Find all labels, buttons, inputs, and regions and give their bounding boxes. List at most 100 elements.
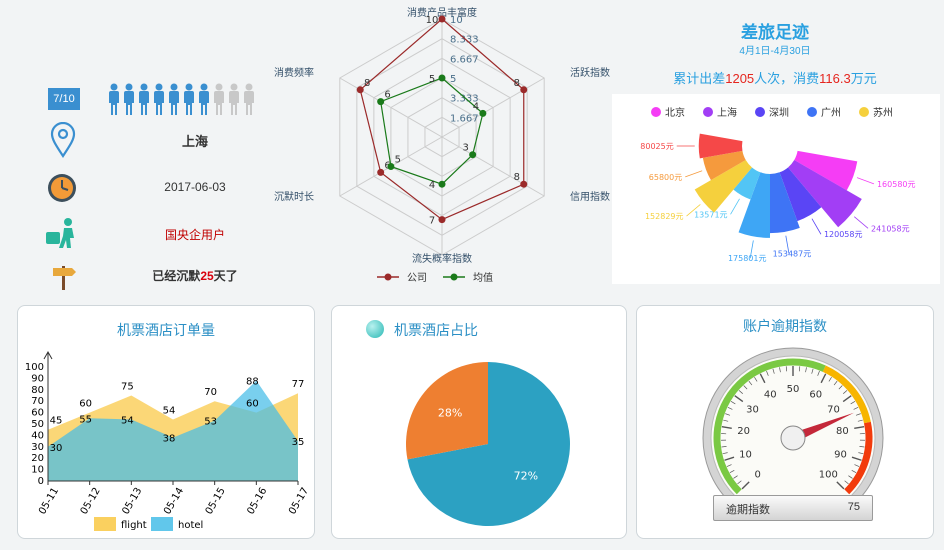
person-body	[124, 91, 134, 115]
x-tick-label: 05-12	[79, 486, 103, 517]
rose-legend-marker	[807, 107, 817, 117]
dormant-prefix: 已经沉默	[152, 269, 201, 283]
gauge-tick	[848, 475, 853, 479]
overdue-title: 账户逾期指数	[743, 318, 827, 334]
person-head	[200, 83, 208, 91]
person-head	[170, 83, 178, 91]
person-head	[185, 83, 193, 91]
pie-value-label: 28%	[438, 407, 462, 420]
person-body	[214, 91, 224, 115]
person-icon	[169, 83, 179, 115]
rose-slice	[738, 172, 770, 238]
radar-value-label: 4	[473, 101, 479, 112]
gauge-tick	[722, 452, 728, 455]
y-tick-label: 10	[31, 465, 44, 476]
gauge-tick-label: 10	[739, 449, 752, 460]
gauge-tick	[817, 370, 820, 376]
rose-legend-label: 苏州	[873, 106, 893, 119]
gauge-tick-label: 40	[764, 389, 777, 400]
radar-point	[387, 163, 395, 170]
summary-count: 1205	[725, 71, 755, 86]
person-body	[109, 91, 119, 115]
rose-slice	[794, 150, 858, 191]
gauge-tick	[743, 385, 748, 390]
rose-label-line	[854, 216, 869, 229]
radar-value-label: 5	[429, 74, 435, 85]
gauge-tick-label: 100	[819, 469, 838, 480]
gauge-tick	[828, 377, 832, 382]
radar-point	[479, 109, 487, 117]
radar-legend-marker	[450, 273, 458, 281]
rose-value-label: 120058元	[824, 230, 863, 239]
radar-point	[356, 86, 364, 94]
rose-legend-label: 上海	[717, 106, 737, 119]
radar-point	[469, 151, 477, 159]
radar-value-label: 8	[364, 78, 370, 89]
gauge-tick-label: 20	[737, 426, 750, 437]
y-tick-label: 20	[31, 453, 44, 464]
gauge-tick-label: 50	[787, 384, 800, 395]
gauge-tick	[811, 368, 814, 374]
pie-slice	[406, 362, 488, 460]
radar-spoke	[441, 77, 545, 138]
y-tick-label: 0	[38, 476, 44, 487]
rose-legend-marker	[755, 107, 765, 117]
rose-value-label: 160580元	[877, 180, 916, 189]
radar-axis-label: 活跃指数	[570, 66, 610, 79]
gauge-tick-label: 80	[836, 426, 849, 437]
area-series-hotel	[48, 380, 298, 481]
gauge-tick	[725, 413, 731, 416]
gauge-tick	[805, 367, 807, 373]
rose-label-line	[811, 218, 822, 235]
radar-axis-label: 消费产品丰富度	[407, 6, 477, 19]
gauge-tick-label: 60	[809, 389, 822, 400]
rose-label-line	[749, 240, 754, 259]
dormant-days: 25	[200, 269, 214, 283]
signpost-icon	[53, 266, 76, 290]
person-body	[199, 91, 209, 115]
readout-label: 逾期指数	[726, 504, 770, 516]
x-tick-label: 05-11	[37, 486, 61, 517]
gauge-tick	[724, 456, 735, 461]
rose-slice	[787, 160, 862, 228]
person-head	[215, 83, 223, 91]
gauge-tick	[855, 413, 861, 416]
radar-tick-label: 8.333	[450, 35, 479, 46]
gauge-tick	[730, 401, 736, 405]
area-legend-label: hotel	[178, 520, 203, 531]
person-head	[125, 83, 133, 91]
location-text: 上海	[181, 134, 208, 149]
y-tick-label: 40	[31, 430, 44, 441]
area-data-label: 54	[163, 405, 176, 416]
rose-label-line	[730, 198, 740, 215]
gauge-tick	[754, 377, 758, 382]
area-data-label: 60	[246, 399, 259, 410]
summary-amount: 116.3	[819, 71, 851, 86]
travel-panel: 差旅足迹 4月1日-4月30日 累计出差1205人次，消费116.3万元 北京上…	[610, 14, 940, 294]
radar-axis-label: 沉默时长	[274, 190, 314, 203]
gauge-tick	[851, 469, 857, 473]
y-tick-label: 50	[31, 419, 44, 430]
rose-label-line	[785, 235, 790, 254]
radar-chart: 108.3336.66753.3331.667消费产品丰富度活跃指数信用指数流失…	[274, 6, 610, 284]
date-text: 2017-06-03	[164, 180, 226, 194]
x-tick-label: 05-13	[120, 486, 144, 517]
rose-label-line	[856, 177, 875, 185]
y-tick-label: 60	[31, 408, 44, 419]
gauge-tick	[842, 395, 852, 403]
radar-point	[438, 216, 446, 224]
share-title: 机票酒店占比	[394, 322, 478, 338]
person-icon	[124, 83, 134, 115]
gauge-tick	[748, 380, 753, 386]
rose-slice	[694, 160, 753, 213]
person-head	[155, 83, 163, 91]
gauge-tick	[733, 475, 738, 479]
gauge-tick	[844, 480, 849, 485]
rose-value-label: 152829元	[645, 212, 684, 221]
gauge-tick	[726, 464, 732, 467]
x-tick-label: 05-14	[162, 486, 186, 517]
gauge-tick-label: 0	[754, 469, 760, 480]
area-data-label: 77	[292, 379, 305, 390]
person-icon	[214, 83, 224, 115]
gauge-tick	[727, 407, 733, 410]
